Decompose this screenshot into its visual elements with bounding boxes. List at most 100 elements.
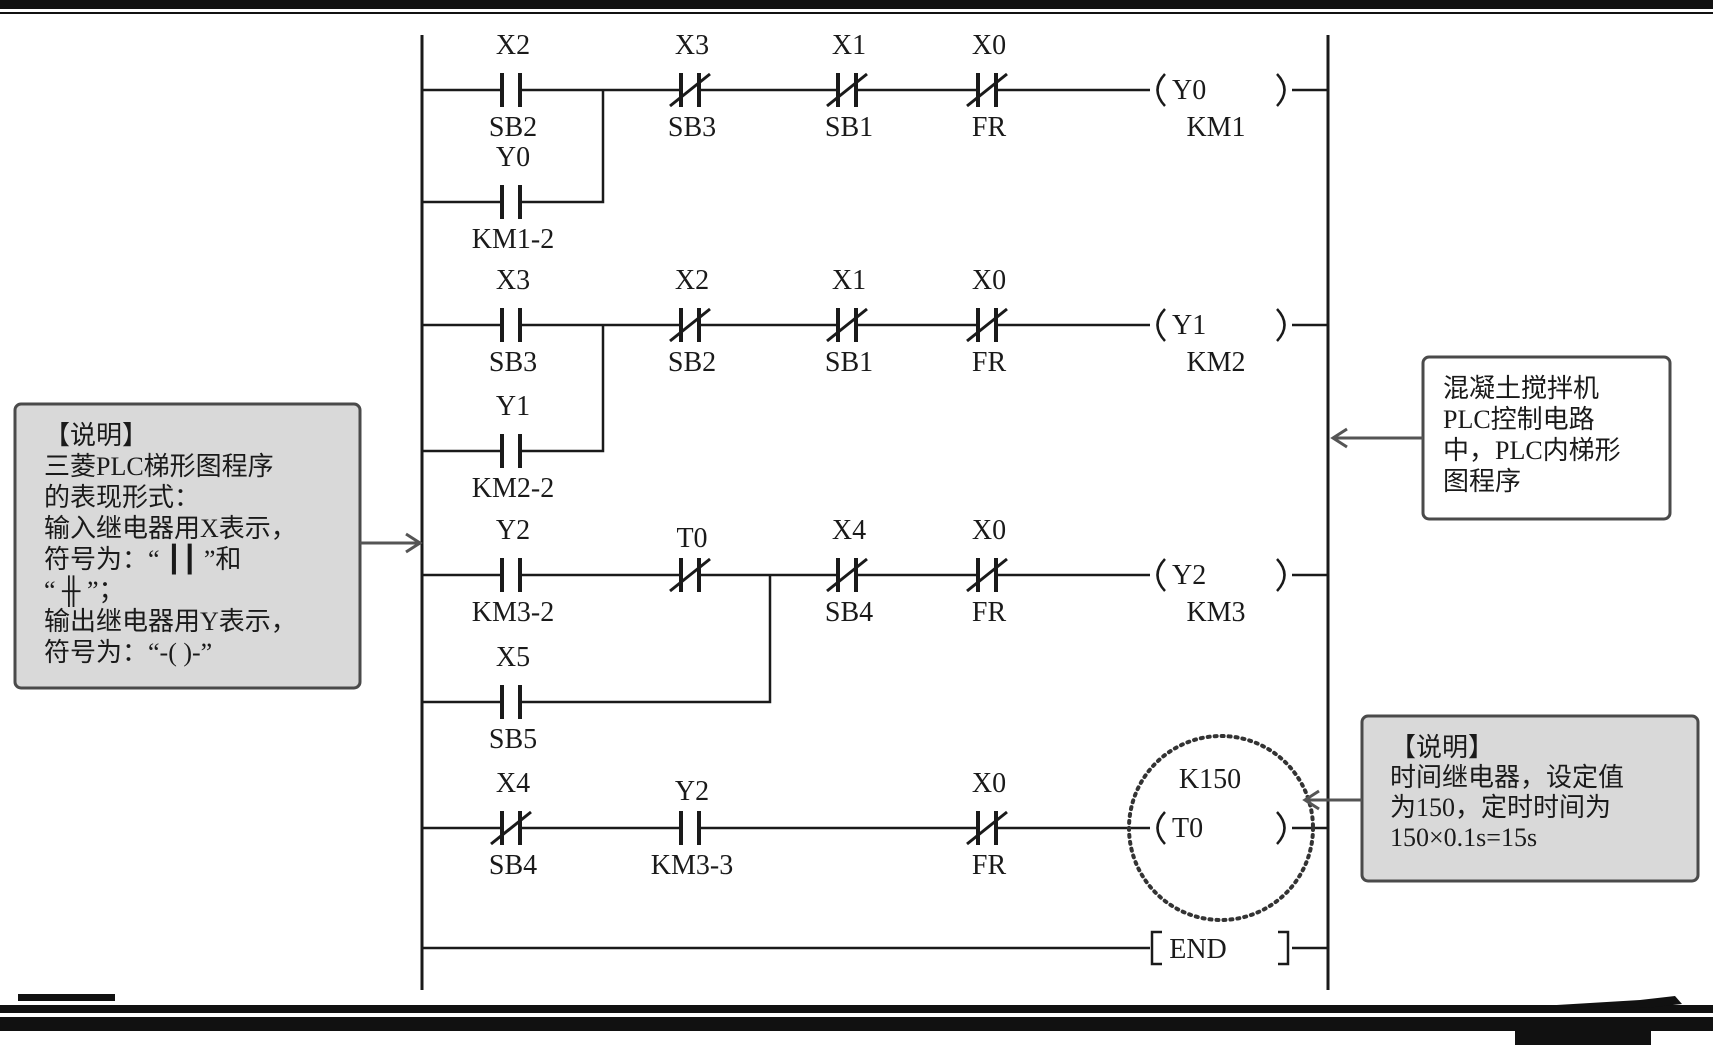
nc-slash <box>966 557 1008 593</box>
note-line: 三菱PLC梯形图程序 <box>44 452 274 481</box>
note-line: 符号为：“ ┃┃ ”和 <box>44 543 241 575</box>
note-line: 符号为：“-( )-” <box>44 638 212 667</box>
note-line: 为150，定时时间为 <box>1390 793 1611 822</box>
note-line: 时间继电器，设定值 <box>1390 763 1624 792</box>
coil-label: KM2 <box>1186 347 1245 378</box>
contact-address: X0 <box>972 768 1006 799</box>
nc-slash <box>966 810 1008 846</box>
coil-label: KM3 <box>1186 597 1245 628</box>
note-line: 输出继电器用Y表示， <box>44 607 297 636</box>
contact-address: X5 <box>496 642 530 673</box>
right-note-arrow <box>1330 427 1423 449</box>
coil-address: Y2 <box>1172 560 1206 591</box>
contact-address: X1 <box>832 30 866 61</box>
contact-address: Y0 <box>496 142 530 173</box>
contact-address: X4 <box>832 515 866 546</box>
contact-address: X3 <box>496 265 530 296</box>
timer-note-arrow <box>1302 789 1362 811</box>
end-label: END <box>1169 934 1227 965</box>
rung-3-contact-2: T0 <box>669 523 711 593</box>
contact-address: Y1 <box>496 391 530 422</box>
contacts: X2SB2X3SB3X1SB1X0FRY0KM1-2X3SB3X2SB2X1SB… <box>472 30 1008 881</box>
contact-label: KM1-2 <box>472 224 554 255</box>
note-line: PLC控制电路 <box>1443 405 1595 434</box>
contact-label: SB2 <box>668 347 716 378</box>
contact-address: T0 <box>676 523 707 554</box>
contact-address: Y2 <box>496 515 530 546</box>
contact-address: X2 <box>496 30 530 61</box>
contact-label: FR <box>972 112 1007 143</box>
coil-label: KM1 <box>1186 112 1245 143</box>
contact-address: X3 <box>675 30 709 61</box>
coil-address: Y1 <box>1172 310 1206 341</box>
contact-label: SB1 <box>825 347 873 378</box>
timer-setting: K150 <box>1179 764 1241 795</box>
contact-label: FR <box>972 347 1007 378</box>
contact-address: X0 <box>972 30 1006 61</box>
nc-slash <box>826 72 868 108</box>
nc-slash <box>669 72 711 108</box>
note-line: 【说明】 <box>44 421 148 450</box>
coil-address: T0 <box>1172 813 1203 844</box>
nc-slash <box>826 307 868 343</box>
nc-slash <box>826 557 868 593</box>
coil-address: Y0 <box>1172 75 1206 106</box>
nc-slash <box>669 557 711 593</box>
note-line: 的表现形式： <box>44 483 200 512</box>
contact-address: Y2 <box>675 776 709 807</box>
note-line: 图程序 <box>1443 467 1521 496</box>
nc-slash <box>966 307 1008 343</box>
contact-label: SB3 <box>489 347 537 378</box>
contact-address: X2 <box>675 265 709 296</box>
contact-label: SB2 <box>489 112 537 143</box>
contact-address: X4 <box>496 768 530 799</box>
note-line: 混凝土搅拌机 <box>1443 374 1599 403</box>
note-line: 150×0.1s=15s <box>1390 823 1537 852</box>
contact-address: X0 <box>972 265 1006 296</box>
nc-slash <box>669 307 711 343</box>
note-line: 输入继电器用X表示， <box>44 514 297 543</box>
contact-label: FR <box>972 597 1007 628</box>
contact-label: KM2-2 <box>472 473 554 504</box>
contact-address: X1 <box>832 265 866 296</box>
nc-slash <box>490 810 532 846</box>
contact-label: SB1 <box>825 112 873 143</box>
left-note-arrow <box>360 532 423 554</box>
contact-label: SB3 <box>668 112 716 143</box>
wiring <box>422 88 1328 950</box>
contact-label: SB4 <box>489 850 537 881</box>
rung-4-coil: T0 K150 <box>1156 764 1286 845</box>
timer-highlight-circle <box>1127 734 1315 922</box>
contact-address: X0 <box>972 515 1006 546</box>
contact-label: SB5 <box>489 724 537 755</box>
note-line: 中，PLC内梯形 <box>1443 436 1621 465</box>
contact-label: KM3-3 <box>651 850 733 881</box>
note-line: 【说明】 <box>1390 733 1494 762</box>
